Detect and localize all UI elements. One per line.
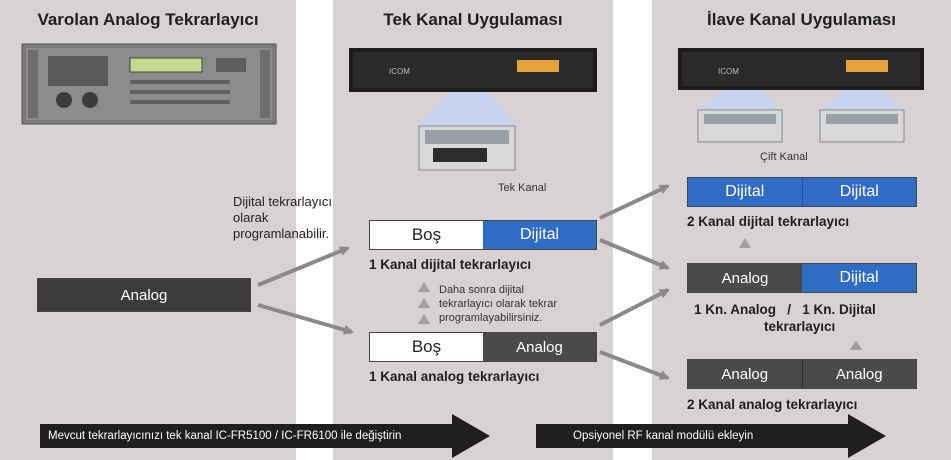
arrow-analog-to-digital — [257, 246, 350, 287]
empty-slot-cell: Boş — [370, 333, 483, 361]
bottom-arrow-1 — [40, 414, 490, 458]
svg-text:ICOM: ICOM — [389, 67, 410, 76]
digital-slot-cell: Dijital — [483, 221, 596, 249]
arrow-analog-to-mixed — [599, 288, 670, 327]
bottom-arrow-2 — [536, 414, 886, 458]
programmable-note-line3: programlanabilir. — [233, 226, 330, 241]
empty-slot-cell: Boş — [370, 221, 483, 249]
reprogram-note-line2: tekrarlayıcı olarak tekrar — [439, 298, 557, 310]
dual-channel-module-caption: Çift Kanal — [760, 151, 808, 163]
analog-slot-cell: Analog — [688, 264, 802, 292]
title-additional-channel: İlave Kanal Uygulaması — [707, 10, 896, 29]
analog-label: Analog — [120, 286, 168, 304]
analog-slot-cell-b: Analog — [802, 360, 916, 388]
arrow-analog-to-dual-analog — [599, 350, 670, 380]
digital-slot-cell: Dijital — [802, 264, 916, 292]
dual-channel-repeater-image: ICOM — [678, 48, 924, 143]
analog-slot-cell: Analog — [483, 333, 596, 361]
arrow-digital-to-mixed — [599, 238, 670, 270]
bottom-arrow-1-label: Mevcut tekrarlayıcınızı tek kanal IC-FR5… — [48, 430, 402, 442]
arrow-digital-to-dual-digital — [599, 184, 670, 220]
arrow-analog-to-analog — [257, 303, 354, 335]
up-triangle-3 — [418, 314, 430, 324]
title-existing: Varolan Analog Tekrarlayıcı — [37, 10, 259, 29]
single-channel-module-caption: Tek Kanal — [498, 182, 547, 194]
up-triangle-5 — [850, 340, 862, 350]
digital-slot-cell-b: Dijital — [802, 178, 916, 206]
up-triangle-2 — [418, 298, 430, 308]
existing-analog-box: Analog — [37, 278, 251, 312]
reprogram-note-line3: programlayabilirsiniz. — [439, 312, 543, 324]
reprogram-note-line1: Daha sonra dijital — [439, 284, 524, 296]
mixed-caption-line2: tekrarlayıcı — [764, 319, 836, 334]
analog-repeater-device-image — [21, 43, 277, 125]
single-digital-box: Boş Dijital — [369, 220, 597, 250]
svg-text:ICOM: ICOM — [718, 67, 739, 76]
single-analog-caption: 1 Kanal analog tekrarlayıcı — [369, 369, 540, 384]
dual-analog-box: Analog Analog — [687, 359, 917, 389]
reprogram-note: Daha sonra dijital tekrarlayıcı olarak t… — [439, 283, 557, 325]
programmable-note-line1: Dijital tekrarlayıcı — [233, 194, 332, 209]
programmable-note: Dijital tekrarlayıcı olarak programlanab… — [233, 194, 332, 242]
bottom-arrow-2-label: Opsiyonel RF kanal modülü ekleyin — [573, 430, 754, 442]
single-analog-box: Boş Analog — [369, 332, 597, 362]
programmable-note-line2: olarak — [233, 210, 269, 225]
dual-analog-caption: 2 Kanal analog tekrarlayıcı — [687, 397, 858, 412]
dual-digital-caption: 2 Kanal dijital tekrarlayıcı — [687, 214, 850, 229]
up-triangle-1 — [418, 282, 430, 292]
single-channel-repeater-image: ICOM — [349, 48, 597, 171]
single-digital-caption: 1 Kanal dijital tekrarlayıcı — [369, 257, 532, 272]
analog-slot-cell-a: Analog — [688, 360, 803, 388]
up-triangle-4 — [739, 238, 751, 248]
digital-slot-cell-a: Dijital — [688, 178, 803, 206]
dual-digital-box: Dijital Dijital — [687, 177, 917, 207]
mixed-box: Analog Dijital — [687, 263, 917, 293]
title-single-channel: Tek Kanal Uygulaması — [383, 10, 563, 29]
mixed-caption-line1: 1 Kn. Analog / 1 Kn. Dijital — [694, 302, 876, 317]
